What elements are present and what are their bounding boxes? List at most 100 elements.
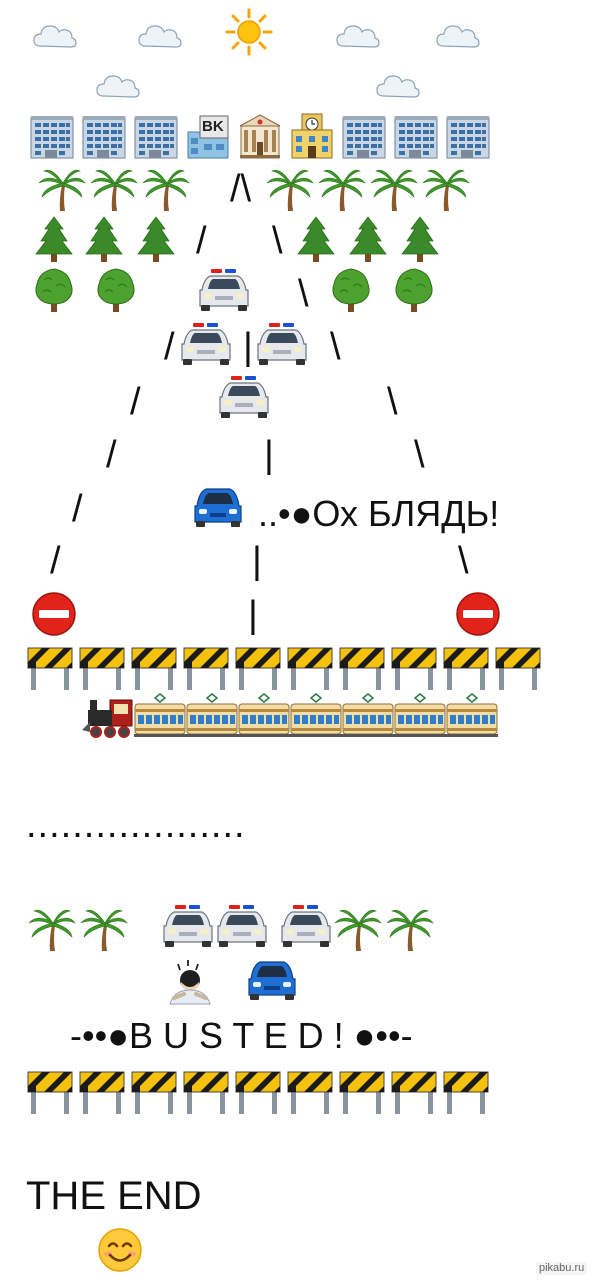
construction-barrier-icon	[26, 1068, 74, 1116]
palm-tree-icon	[28, 905, 76, 953]
construction-barrier-icon	[78, 1068, 126, 1116]
sun-icon	[225, 8, 273, 56]
railway-car-icon	[394, 692, 446, 740]
railway-car-icon	[238, 692, 290, 740]
road-center-line: |	[252, 540, 262, 582]
ellipsis-text: ...................	[26, 804, 246, 846]
palm-tree-icon	[142, 165, 190, 213]
police-car-icon	[214, 902, 270, 950]
smiling-face-icon	[96, 1226, 144, 1274]
pine-tree-icon	[344, 215, 392, 263]
deciduous-tree-icon	[92, 266, 140, 314]
cloud-icon	[333, 12, 381, 60]
construction-barrier-icon	[26, 644, 74, 692]
train	[80, 692, 510, 740]
deciduous-tree-icon	[30, 266, 78, 314]
road-right-edge: \	[458, 540, 469, 582]
road-center-line: |	[248, 594, 258, 636]
palm-tree-icon	[38, 165, 86, 213]
exclamation-text: ..•●Ох БЛЯДЬ!	[258, 493, 500, 534]
office-building-icon	[132, 112, 180, 160]
man-bowing-icon	[166, 958, 214, 1006]
road-apex: /\	[230, 168, 252, 210]
no-entry-icon	[454, 590, 502, 638]
railway-car-icon	[342, 692, 394, 740]
construction-barrier-icon	[442, 1068, 490, 1116]
palm-tree-icon	[334, 905, 382, 953]
road-center-line: |	[264, 434, 274, 476]
railway-car-icon	[186, 692, 238, 740]
cloud-icon	[93, 62, 141, 110]
palm-tree-icon	[318, 165, 366, 213]
construction-barrier-icon	[130, 1068, 178, 1116]
burger-king-building-icon: BK	[184, 112, 232, 160]
road-left-edge: /	[196, 220, 207, 262]
pine-tree-icon	[80, 215, 128, 263]
road-left-edge: /	[130, 381, 141, 423]
pine-tree-icon	[292, 215, 340, 263]
blue-car-icon	[244, 955, 300, 1003]
deciduous-tree-icon	[327, 266, 375, 314]
construction-barrier-icon	[390, 644, 438, 692]
railway-car-icon	[134, 692, 186, 740]
police-car-icon	[254, 320, 310, 368]
office-building-icon	[340, 112, 388, 160]
road-right-edge: \	[414, 434, 425, 476]
office-building-icon	[444, 112, 492, 160]
clock-building-icon	[288, 112, 336, 160]
construction-barrier-icon	[442, 644, 490, 692]
deciduous-tree-icon	[390, 266, 438, 314]
office-building-icon	[80, 112, 128, 160]
palm-tree-icon	[90, 165, 138, 213]
construction-barrier-icon	[338, 644, 386, 692]
government-building-icon	[236, 112, 284, 160]
construction-barrier-icon	[494, 644, 542, 692]
construction-barrier-icon	[390, 1068, 438, 1116]
cloud-icon	[135, 12, 183, 60]
road-right-edge: \	[330, 326, 341, 368]
road-right-edge: \	[387, 381, 398, 423]
barrier-row	[26, 644, 566, 692]
palm-tree-icon	[386, 905, 434, 953]
road-right-edge: \	[298, 273, 309, 315]
construction-barrier-icon	[234, 644, 282, 692]
pine-tree-icon	[396, 215, 444, 263]
palm-tree-icon	[422, 165, 470, 213]
no-entry-icon	[30, 590, 78, 638]
office-building-icon	[28, 112, 76, 160]
cloud-icon	[373, 62, 421, 110]
police-car-icon	[196, 266, 252, 314]
construction-barrier-icon	[78, 644, 126, 692]
construction-barrier-icon	[234, 1068, 282, 1116]
construction-barrier-icon	[182, 1068, 230, 1116]
office-building-icon	[392, 112, 440, 160]
road-center-line: |	[243, 326, 253, 368]
road-left-edge: /	[72, 488, 83, 530]
police-car-icon	[178, 320, 234, 368]
construction-barrier-icon	[286, 1068, 334, 1116]
police-car-icon	[216, 373, 272, 421]
road-left-edge: /	[50, 540, 61, 582]
road-left-edge: /	[106, 434, 117, 476]
the-end-text: THE END	[26, 1174, 202, 1218]
construction-barrier-icon	[182, 644, 230, 692]
road-right-edge: \	[272, 220, 283, 262]
police-car-icon	[160, 902, 216, 950]
palm-tree-icon	[266, 165, 314, 213]
barrier-row	[26, 1068, 496, 1116]
construction-barrier-icon	[338, 1068, 386, 1116]
police-car-icon	[278, 902, 334, 950]
railway-car-icon	[446, 692, 498, 740]
pine-tree-icon	[30, 215, 78, 263]
pine-tree-icon	[132, 215, 180, 263]
road-left-edge: /	[164, 326, 175, 368]
palm-tree-icon	[370, 165, 418, 213]
railway-car-icon	[290, 692, 342, 740]
watermark: pikabu.ru	[536, 1262, 588, 1275]
busted-text: -••●B U S T E D ! ●••-	[70, 1015, 413, 1056]
palm-tree-icon	[80, 905, 128, 953]
blue-car-icon	[190, 482, 246, 530]
cloud-icon	[30, 12, 78, 60]
cloud-icon	[433, 12, 481, 60]
construction-barrier-icon	[286, 644, 334, 692]
